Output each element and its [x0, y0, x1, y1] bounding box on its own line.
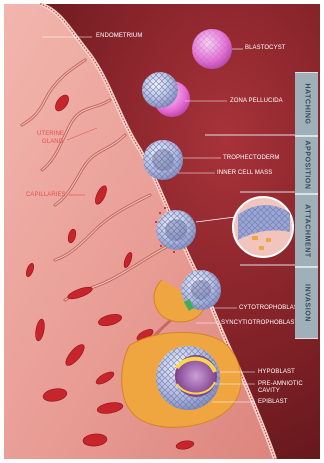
stage-label-hatching: HATCHING [303, 83, 310, 124]
label-trophectoderm: TROPHECTODERM [223, 155, 280, 162]
stage-panel-invasion: INVASION [295, 267, 318, 339]
label-pre-amniotic-cavity-line2: CAVITY [258, 388, 280, 395]
label-syncytiotrophoblast: SYNCYTIOTROPHOBLAST [221, 320, 298, 327]
label-hypoblast: HYPOBLAST [258, 369, 295, 376]
stage-label-apposition: APPOSITION [303, 140, 310, 189]
label-uterine-gland-line2: GLAND [42, 139, 63, 146]
label-blastocyst: BLASTOCYST [245, 45, 286, 52]
stage-panel-hatching: HATCHING [295, 72, 318, 136]
label-epiblast: EPIBLAST [258, 399, 287, 406]
stage-panel-attachment: ATTACHMENT [295, 194, 318, 267]
label-uterine-gland-line1: UTERINE [37, 131, 64, 138]
label-cytotrophoblast: CYTOTROPHOBLAST [239, 305, 302, 312]
label-pre-amniotic-cavity-line1: PRE-AMNIOTIC [258, 381, 303, 388]
label-inner-cell-mass: INNER CELL MASS [217, 170, 272, 177]
label-endometrium: ENDOMETRIUM [96, 33, 142, 40]
stage-label-invasion: INVASION [303, 284, 310, 322]
stage-label-attachment: ATTACHMENT [303, 204, 310, 258]
label-capillaries: CAPILLARIES [26, 192, 66, 199]
stage-panel-apposition: APPOSITION [295, 136, 318, 194]
label-zona-pellucida: ZONA PELLUCIDA [230, 98, 283, 105]
